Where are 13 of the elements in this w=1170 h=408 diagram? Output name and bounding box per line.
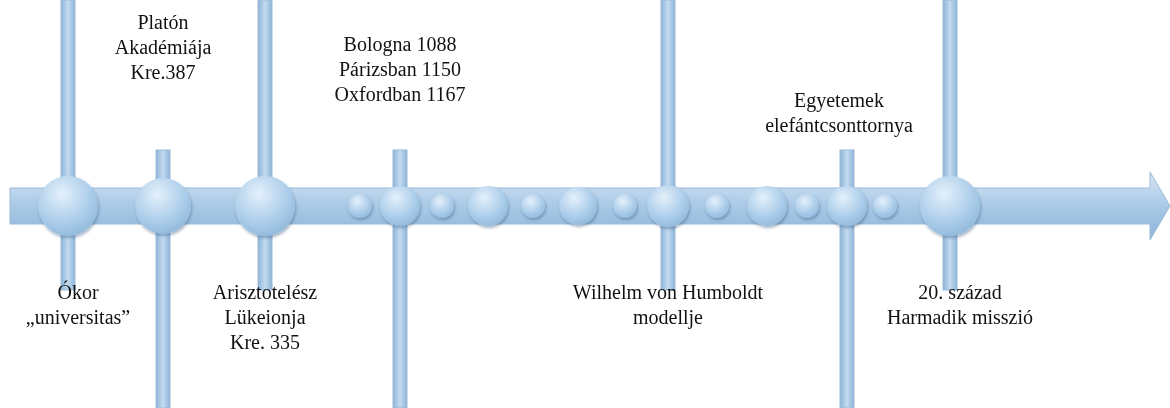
timeline-label: Wilhelm von Humboldt modellje — [571, 280, 765, 330]
timeline-label: Egyetemek elefántcsonttornya — [764, 88, 914, 138]
timeline-label: Harmadik misszió — [885, 305, 1035, 330]
timeline-label: Platón Akadémiája — [113, 10, 213, 60]
timeline-label: Ókor — [56, 280, 100, 305]
timeline-label: 20. század — [917, 280, 1003, 305]
timeline-label: Kre. 335 — [229, 330, 301, 355]
timeline-label: Kre.387 — [129, 60, 197, 85]
timeline-label: Oxfordban 1167 — [333, 82, 467, 107]
timeline-label: „universitas” — [24, 305, 132, 330]
timeline-label: Arisztotelész Lükeionja — [211, 280, 319, 330]
timeline-label: Bologna 1088 — [342, 32, 458, 57]
timeline-label: Párizsban 1150 — [338, 57, 462, 82]
